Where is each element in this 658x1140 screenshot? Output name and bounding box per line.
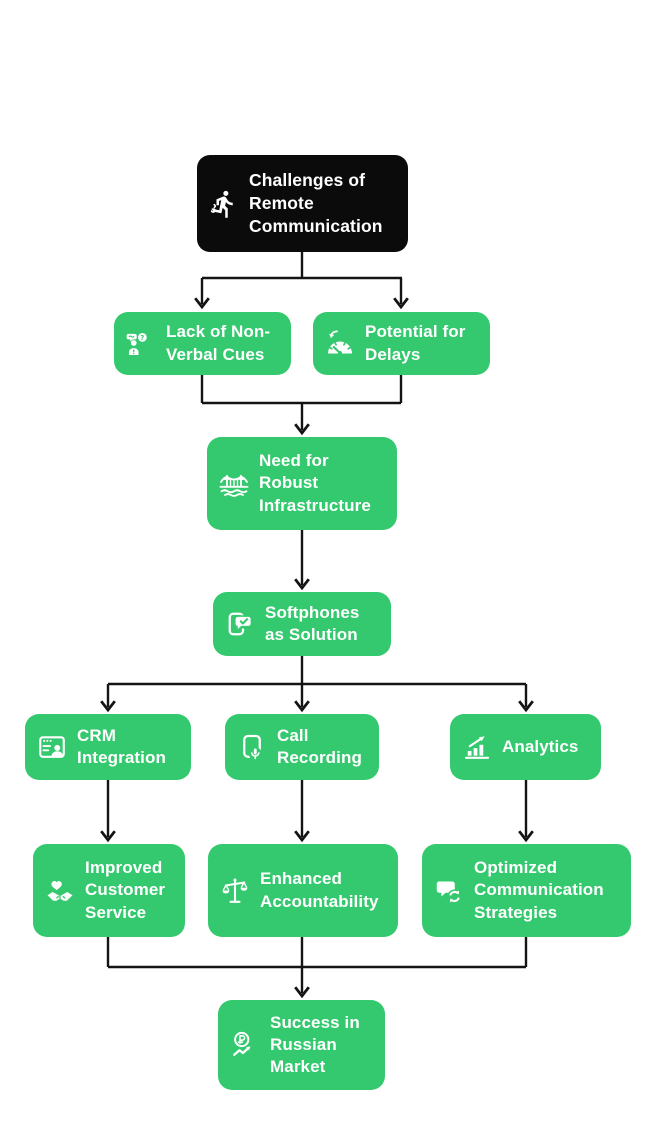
node-success-in-russian-market: Success in Russian Market [218, 1000, 385, 1090]
node-improved-customer-service: Improved Customer Service [33, 844, 185, 937]
running-person-icon [209, 189, 239, 219]
node-label: Potential for Delays [365, 322, 466, 364]
node-call-recording: Call Recording [225, 714, 379, 780]
chat-sync-icon [434, 876, 464, 906]
node-crm-integration: CRM Integration [25, 714, 191, 780]
browser-user-icon [37, 732, 67, 762]
heart-handshake-icon [45, 876, 75, 906]
person-question-icon: ? [126, 329, 156, 359]
node-label: Lack of Non-Verbal Cues [166, 322, 271, 364]
node-label: Optimized Communication Strategies [474, 858, 604, 922]
phone-microphone-icon [237, 732, 267, 762]
node-softphones-as-solution: Softphones as Solution [213, 592, 391, 656]
edge-root-to-row2 [194, 252, 409, 310]
node-need-for-robust-infrastructure: Need for Robust Infrastructure [207, 437, 397, 530]
ruble-growth-icon [230, 1030, 260, 1060]
bridge-icon [219, 469, 249, 499]
node-potential-for-delays: Potential for Delays [313, 312, 490, 375]
gauge-slowdown-icon [325, 329, 355, 359]
node-label: Analytics [502, 736, 579, 756]
edge-row2-to-infrastructure [200, 375, 403, 436]
node-challenges-of-remote-communication: Challenges of Remote Communication [197, 155, 408, 252]
node-label: Call Recording [277, 725, 362, 767]
node-lack-of-non-verbal-cues: ? Lack of Non-Verbal Cues [114, 312, 291, 375]
node-analytics: Analytics [450, 714, 601, 780]
node-optimized-communication-strategies: Optimized Communication Strategies [422, 844, 631, 937]
node-label: Enhanced Accountability [260, 869, 379, 911]
node-label: Success in Russian Market [270, 1012, 360, 1077]
node-label: Improved Customer Service [85, 858, 166, 922]
edge-benefits-to-market [106, 937, 528, 999]
bar-chart-growth-icon [462, 732, 492, 762]
node-label: Softphones as Solution [265, 602, 360, 644]
node-label: CRM Integration [77, 725, 166, 767]
node-label: Challenges of Remote Communication [249, 170, 383, 236]
balance-scale-icon [220, 876, 250, 906]
phone-chat-check-icon [225, 609, 255, 639]
edge-softphones-to-features [100, 656, 534, 713]
edge-features-to-benefits [100, 780, 534, 843]
node-enhanced-accountability: Enhanced Accountability [208, 844, 398, 937]
edge-infrastructure-to-softphones [294, 530, 310, 591]
node-label: Need for Robust Infrastructure [259, 451, 371, 515]
svg-text:?: ? [140, 333, 144, 341]
